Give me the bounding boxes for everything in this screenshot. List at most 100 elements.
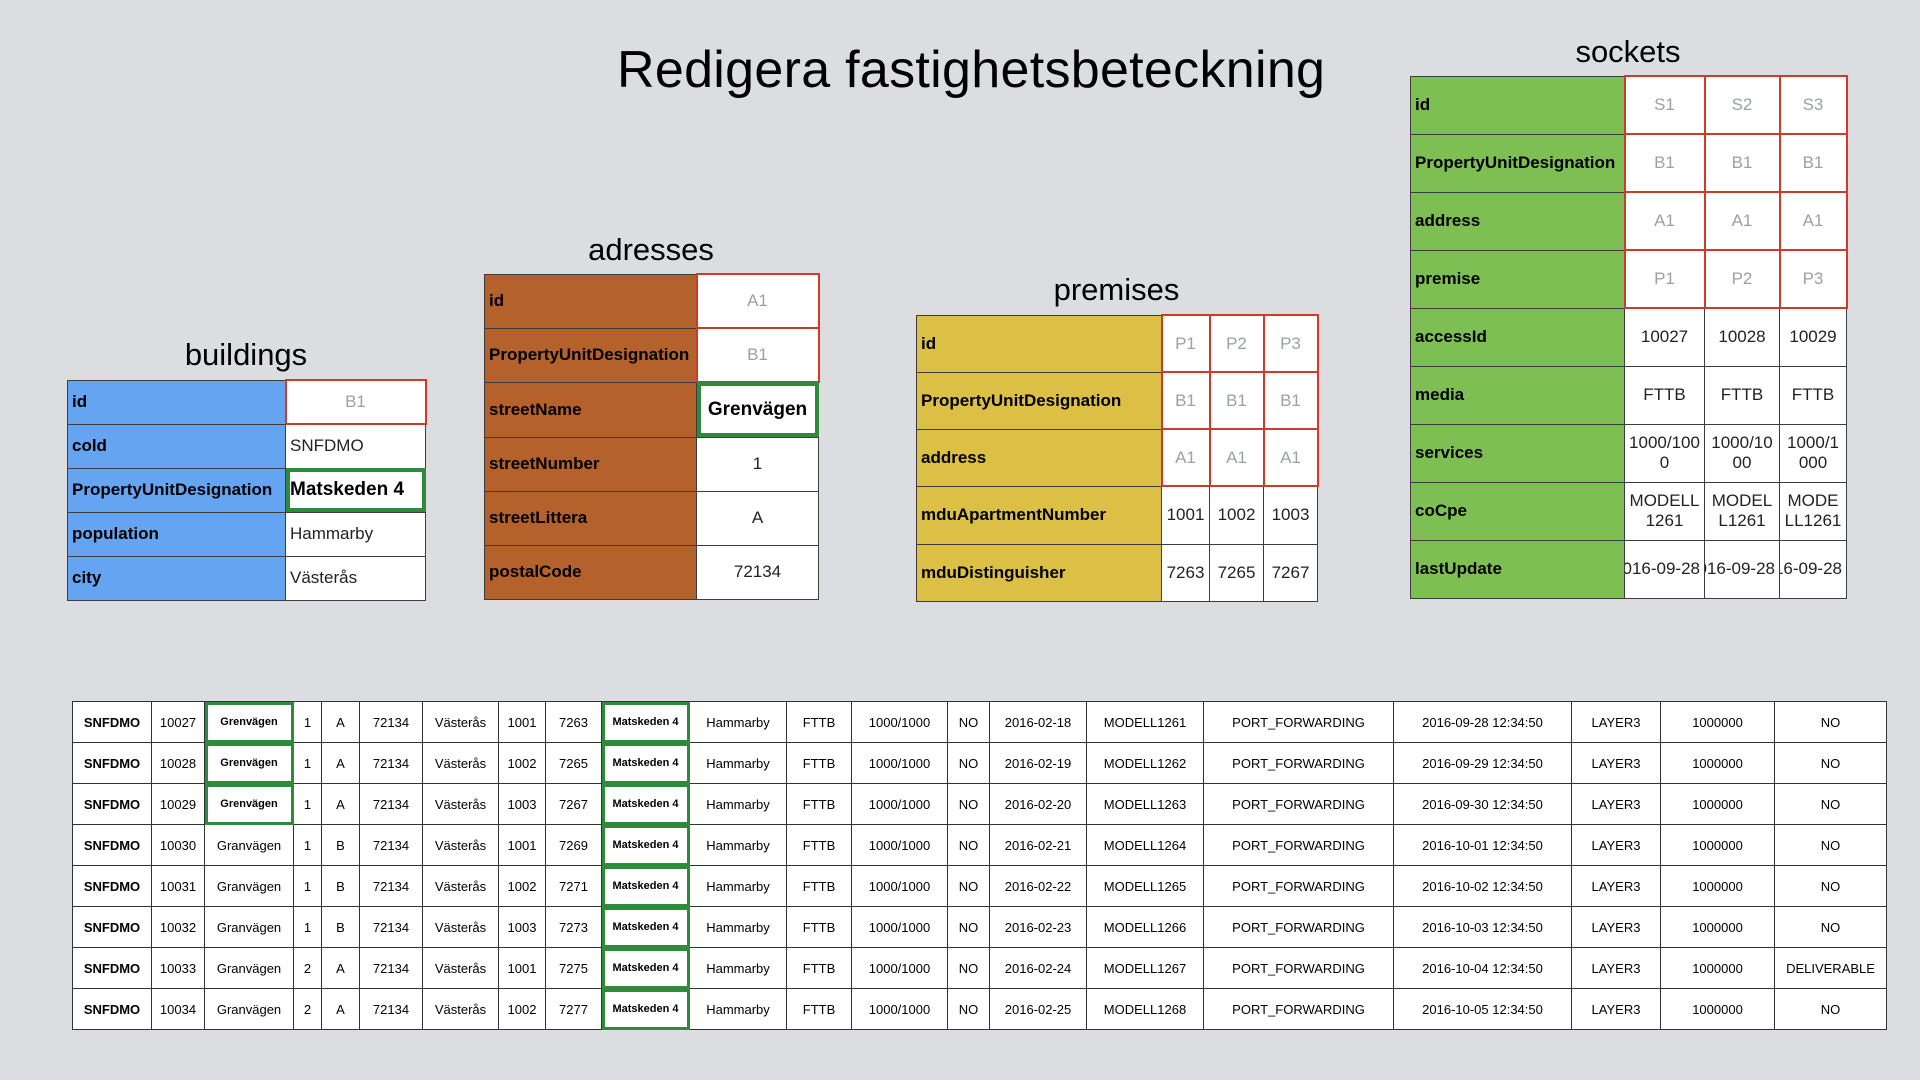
- records-cell-status: NO: [1774, 988, 1887, 1030]
- records-cell-city: Västerås: [422, 906, 499, 948]
- records-cell-distinguisher: 7265: [545, 742, 602, 784]
- records-cell-media: FTTB: [786, 906, 852, 948]
- records-cell-postal-code: 72134: [359, 701, 423, 743]
- sockets-cell: B1: [1623, 133, 1706, 193]
- records-cell-flag: NO: [947, 742, 990, 784]
- records-cell-status: NO: [1774, 865, 1887, 907]
- premises-cell: 1003: [1263, 485, 1318, 545]
- records-cell-service-type: PORT_FORWARDING: [1203, 783, 1394, 825]
- premises-cell: B1: [1160, 371, 1211, 430]
- records-cell-street-name: Granvägen: [204, 824, 294, 866]
- premises-title: premises: [1053, 272, 1180, 307]
- sockets-cell: FTTB: [1779, 365, 1847, 425]
- buildings-key: id: [67, 379, 286, 425]
- records-cell-co-cpe: MODELL1266: [1086, 906, 1204, 948]
- premises-key: address: [916, 428, 1162, 487]
- adresses-key: streetName: [484, 381, 697, 438]
- records-cell-apartment-number: 1002: [498, 988, 546, 1030]
- sockets-key: PropertyUnitDesignation: [1410, 133, 1625, 193]
- records-cell-bandwidth: 1000000: [1660, 742, 1775, 784]
- records-cell-date: 2016-02-23: [989, 906, 1087, 948]
- records-cell-city: Västerås: [422, 742, 499, 784]
- records-cell-population: Hammarby: [689, 783, 787, 825]
- records-cell-city: Västerås: [422, 824, 499, 866]
- adresses-key: streetLittera: [484, 490, 697, 546]
- premises-key: mduDistinguisher: [916, 543, 1162, 602]
- records-cell-media: FTTB: [786, 701, 852, 743]
- premises-cell: 7267: [1263, 543, 1318, 602]
- records-cell-city: Västerås: [422, 865, 499, 907]
- records-cell-bandwidth: 1000000: [1660, 701, 1775, 743]
- sockets-cell: S2: [1703, 75, 1781, 135]
- records-cell-property-unit-designation: Matskeden 4: [601, 988, 690, 1030]
- records-cell-street-number: 1: [293, 865, 322, 907]
- records-cell-distinguisher: 7273: [545, 906, 602, 948]
- records-cell-population: Hammarby: [689, 865, 787, 907]
- sockets-cell: 10027: [1624, 307, 1705, 367]
- records-cell-apartment-number: 1003: [498, 783, 546, 825]
- records-cell-flag: NO: [947, 906, 990, 948]
- premises-cell: A1: [1160, 428, 1211, 487]
- records-cell-media: FTTB: [786, 988, 852, 1030]
- records-cell-property-unit-designation: Matskeden 4: [601, 865, 690, 907]
- records-cell-last-update: 2016-10-01 12:34:50: [1393, 824, 1572, 866]
- records-cell-status: NO: [1774, 906, 1887, 948]
- premises-row-address: address A1 A1 A1: [916, 428, 1319, 487]
- buildings-key: cold: [67, 423, 286, 469]
- records-cell-layer: LAYER3: [1571, 865, 1661, 907]
- records-cell-apartment-number: 1001: [498, 824, 546, 866]
- records-cell-co-cpe: MODELL1268: [1086, 988, 1204, 1030]
- records-cell-status: NO: [1774, 824, 1887, 866]
- premises-table: id P1 P2 P3 PropertyUnitDesignation B1 B…: [916, 314, 1319, 602]
- sockets-cell: A1: [1623, 191, 1706, 251]
- records-cell-date: 2016-02-18: [989, 701, 1087, 743]
- records-cell-postal-code: 72134: [359, 742, 423, 784]
- sockets-cell: 2016-09-28 12:34:50: [1624, 539, 1705, 599]
- records-cell-distinguisher: 7275: [545, 947, 602, 989]
- records-cell-co-id: SNFDMO: [72, 947, 152, 989]
- sockets-cell: P3: [1778, 249, 1848, 309]
- adresses-row-street-number: streetNumber 1: [484, 436, 819, 492]
- records-cell-flag: NO: [947, 701, 990, 743]
- records-cell-property-unit-designation: Matskeden 4: [601, 947, 690, 989]
- records-cell-bandwidth: 1000000: [1660, 988, 1775, 1030]
- records-cell-street-littera: A: [321, 742, 360, 784]
- adresses-street-name-value[interactable]: Grenvägen: [696, 381, 819, 438]
- records-cell-services: 1000/1000: [851, 906, 948, 948]
- buildings-row-property-unit-designation: PropertyUnitDesignation Matskeden 4: [67, 467, 426, 513]
- sockets-row-co-cpe: coCpe MODELL1261 MODELL1261 MODELL1261: [1410, 481, 1847, 541]
- records-cell-population: Hammarby: [689, 701, 787, 743]
- records-cell-access-id: 10028: [151, 742, 205, 784]
- adresses-row-street-name: streetName Grenvägen: [484, 381, 819, 438]
- buildings-id-value: B1: [284, 379, 427, 425]
- premises-cell: B1: [1262, 371, 1319, 430]
- records-cell-service-type: PORT_FORWARDING: [1203, 824, 1394, 866]
- buildings-cold-value: SNFDMO: [285, 423, 426, 469]
- records-cell-layer: LAYER3: [1571, 783, 1661, 825]
- adresses-table: id A1 PropertyUnitDesignation B1 streetN…: [484, 273, 820, 600]
- records-cell-population: Hammarby: [689, 988, 787, 1030]
- records-cell-layer: LAYER3: [1571, 742, 1661, 784]
- records-cell-last-update: 2016-10-02 12:34:50: [1393, 865, 1572, 907]
- records-cell-street-name: Granvägen: [204, 947, 294, 989]
- records-cell-service-type: PORT_FORWARDING: [1203, 742, 1394, 784]
- records-cell-flag: NO: [947, 865, 990, 907]
- buildings-property-unit-designation-value[interactable]: Matskeden 4: [285, 467, 426, 513]
- sockets-row-access-id: accessId 10027 10028 10029: [1410, 307, 1847, 367]
- premises-cell: A1: [1262, 428, 1319, 487]
- records-cell-access-id: 10030: [151, 824, 205, 866]
- records-cell-property-unit-designation: Matskeden 4: [601, 824, 690, 866]
- records-cell-street-littera: A: [321, 947, 360, 989]
- records-cell-co-id: SNFDMO: [72, 988, 152, 1030]
- records-cell-street-name: Grenvägen: [204, 783, 294, 825]
- records-cell-date: 2016-02-24: [989, 947, 1087, 989]
- records-cell-access-id: 10027: [151, 701, 205, 743]
- records-cell-flag: NO: [947, 988, 990, 1030]
